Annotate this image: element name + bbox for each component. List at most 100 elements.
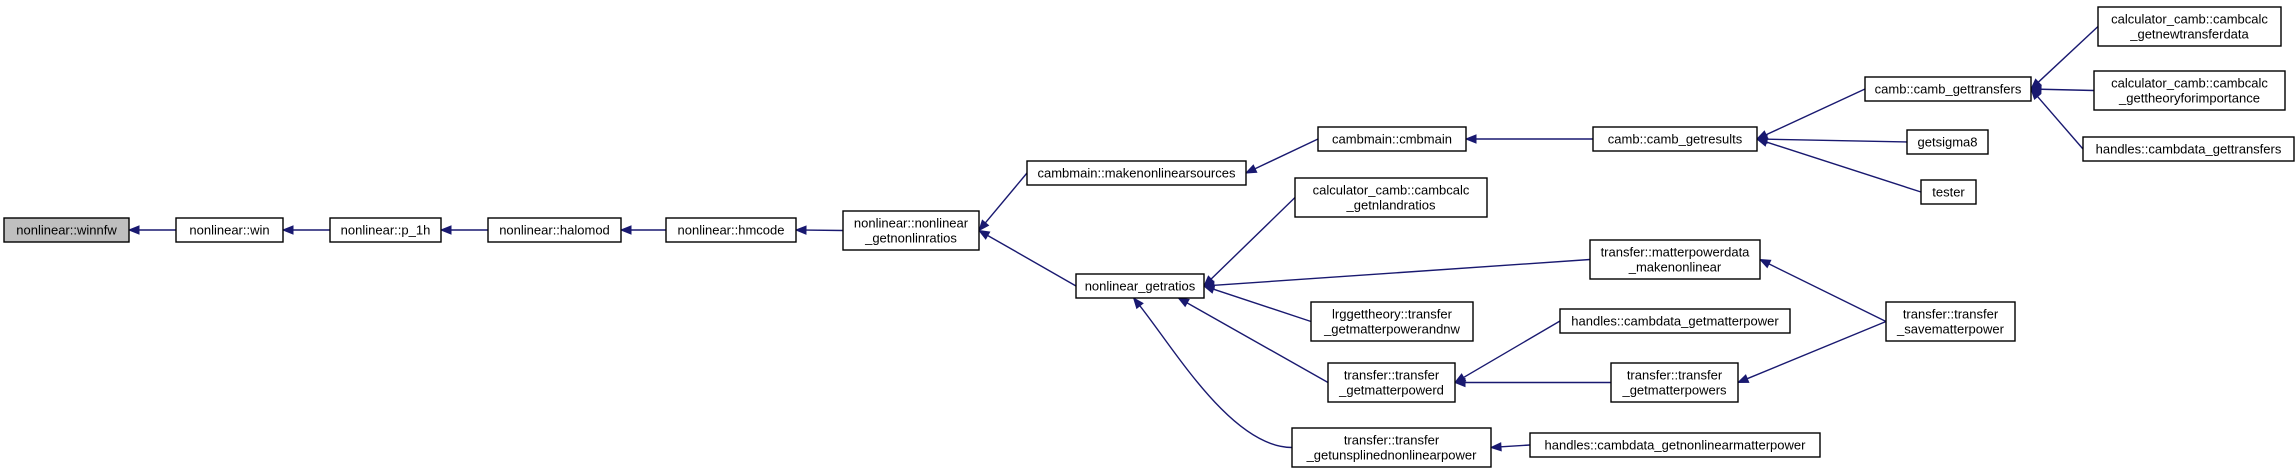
node-p1h[interactable]: nonlinear::p_1h bbox=[329, 217, 442, 243]
node-label: lrggettheory::transfer bbox=[1332, 307, 1453, 322]
arrowhead-icon bbox=[1464, 134, 1477, 144]
node-box bbox=[1592, 126, 1758, 152]
edge-calc_getnlandratios-to-getratios bbox=[1203, 196, 1296, 287]
node-label: nonlinear::hmcode bbox=[678, 223, 785, 238]
node-label: nonlinear::nonlinear bbox=[854, 216, 969, 231]
node-box bbox=[1864, 76, 2032, 102]
arrowhead-icon bbox=[439, 225, 452, 235]
edge-line bbox=[1766, 138, 1908, 143]
edge-getratios-to-getnonlinratios bbox=[977, 229, 1077, 287]
node-cmbmain[interactable]: cambmain::cmbmain bbox=[1317, 126, 1467, 152]
node-label: nonlinear::win bbox=[189, 223, 269, 238]
edge-calc_getnewtransfer-to-camb_gettransfers bbox=[2030, 25, 2099, 90]
node-box bbox=[3, 217, 130, 243]
node-camb_gettransfers[interactable]: camb::camb_gettransfers bbox=[1864, 76, 2032, 102]
edge-savematterpower-to-makenonlinear bbox=[1758, 258, 1887, 323]
node-label: handles::cambdata_getnonlinearmatterpowe… bbox=[1545, 438, 1807, 453]
edge-getsigma8-to-camb_getresults bbox=[1755, 134, 1908, 144]
node-label: _getmatterpowerandnw bbox=[1323, 322, 1460, 337]
node-winnfw[interactable]: nonlinear::winnfw bbox=[3, 217, 130, 243]
arrowhead-icon bbox=[977, 229, 991, 240]
node-box bbox=[842, 210, 980, 251]
node-calc_getnewtransfer[interactable]: calculator_camb::cambcalc_getnewtransfer… bbox=[2097, 6, 2282, 47]
node-getratios[interactable]: nonlinear_getratios bbox=[1075, 273, 1205, 299]
node-label: _getnonlinratios bbox=[864, 231, 957, 246]
edge-line bbox=[1768, 263, 1887, 323]
node-label: _getnlandratios bbox=[1346, 198, 1436, 213]
node-label: transfer::transfer bbox=[1903, 307, 1999, 322]
node-box bbox=[1026, 160, 1247, 186]
node-box bbox=[1327, 362, 1456, 403]
node-label: nonlinear::winnfw bbox=[16, 223, 117, 238]
node-hc_getnonlinear[interactable]: handles::cambdata_getnonlinearmatterpowe… bbox=[1529, 432, 1821, 458]
node-win[interactable]: nonlinear::win bbox=[175, 217, 284, 243]
node-box bbox=[1310, 301, 1474, 342]
edge-lrggettheory-to-getratios bbox=[1202, 284, 1312, 323]
node-calc_getnlandratios[interactable]: calculator_camb::cambcalc_getnlandratios bbox=[1294, 177, 1488, 218]
arrowhead-icon bbox=[2030, 87, 2042, 101]
edge-win-to-winnfw bbox=[127, 225, 176, 235]
node-label: calculator_camb::cambcalc bbox=[2111, 12, 2268, 27]
node-makenonlinear[interactable]: transfer::matterpowerdata_makenonlinear bbox=[1589, 239, 1761, 280]
node-label: _getmatterpowerd bbox=[1338, 383, 1444, 398]
node-label: calculator_camb::cambcalc bbox=[2111, 76, 2268, 91]
edge-hc_getnonlinear-to-getunsplined bbox=[1489, 442, 1531, 452]
node-label: tester bbox=[1932, 185, 1965, 200]
node-makenonlinearsources[interactable]: cambmain::makenonlinearsources bbox=[1026, 160, 1247, 186]
node-label: cambmain::makenonlinearsources bbox=[1038, 166, 1236, 181]
node-box bbox=[1559, 308, 1791, 334]
node-label: handles::cambdata_gettransfers bbox=[2096, 142, 2282, 157]
node-getsigma8[interactable]: getsigma8 bbox=[1906, 129, 1989, 155]
node-camb_getresults[interactable]: camb::camb_getresults bbox=[1592, 126, 1758, 152]
edge-hc_gettransfers-to-camb_gettransfers bbox=[2030, 87, 2084, 150]
edge-line bbox=[1254, 138, 1319, 170]
edge-line bbox=[1139, 305, 1293, 449]
edge-makenonlinear-to-getratios bbox=[1202, 258, 1591, 291]
arrowhead-icon bbox=[127, 225, 140, 235]
edge-getmatterpowers-to-getmatterpowerd bbox=[1453, 377, 1611, 388]
node-lrggettheory[interactable]: lrggettheory::transfer_getmatterpowerand… bbox=[1310, 301, 1474, 342]
node-tester[interactable]: tester bbox=[1920, 179, 1977, 205]
edge-calc_gettheory-to-camb_gettransfers bbox=[2029, 84, 2095, 94]
node-label: camb::camb_getresults bbox=[1608, 132, 1743, 147]
node-hc_getmatterpower[interactable]: handles::cambdata_getmatterpower bbox=[1559, 308, 1791, 334]
node-label: transfer::matterpowerdata bbox=[1601, 245, 1751, 260]
node-label: _getmatterpowers bbox=[1621, 383, 1727, 398]
node-box bbox=[1906, 129, 1989, 155]
arrowhead-icon bbox=[1755, 137, 1769, 147]
node-getmatterpowerd[interactable]: transfer::transfer_getmatterpowerd bbox=[1327, 362, 1456, 403]
node-hc_gettransfers[interactable]: handles::cambdata_gettransfers bbox=[2082, 136, 2295, 162]
edge-camb_getresults-to-cmbmain bbox=[1464, 134, 1593, 144]
edge-line bbox=[1746, 320, 1887, 380]
node-calc_gettheory[interactable]: calculator_camb::cambcalc_gettheoryforim… bbox=[2093, 70, 2286, 111]
edge-getmatterpowerd-to-getratios bbox=[1177, 297, 1329, 384]
edge-line bbox=[1463, 320, 1561, 379]
node-label: getsigma8 bbox=[1918, 135, 1978, 150]
node-box bbox=[1291, 427, 1492, 468]
edge-tester-to-camb_getresults bbox=[1755, 137, 1922, 193]
edge-line bbox=[987, 234, 1077, 287]
node-getmatterpowers[interactable]: transfer::transfer_getmatterpowers bbox=[1610, 362, 1739, 403]
node-box bbox=[2082, 136, 2295, 162]
arrowhead-icon bbox=[619, 225, 632, 235]
node-box bbox=[2093, 70, 2286, 111]
node-label: _getnewtransferdata bbox=[2129, 27, 2249, 42]
node-getnonlinratios[interactable]: nonlinear::nonlinear_getnonlinratios bbox=[842, 210, 980, 251]
edge-line bbox=[1765, 88, 1866, 136]
node-halomod[interactable]: nonlinear::halomod bbox=[487, 217, 622, 243]
node-label: nonlinear_getratios bbox=[1085, 279, 1196, 294]
node-savematterpower[interactable]: transfer::transfer_savematterpower bbox=[1885, 301, 2016, 342]
node-box bbox=[1317, 126, 1467, 152]
edge-line bbox=[2037, 96, 2084, 150]
node-label: _savematterpower bbox=[1896, 322, 2005, 337]
node-label: calculator_camb::cambcalc bbox=[1313, 183, 1470, 198]
node-box bbox=[1589, 239, 1761, 280]
node-getunsplined[interactable]: transfer::transfer_getunsplinednonlinear… bbox=[1291, 427, 1492, 468]
node-box bbox=[487, 217, 622, 243]
node-hmcode[interactable]: nonlinear::hmcode bbox=[665, 217, 797, 243]
node-label: transfer::transfer bbox=[1344, 368, 1440, 383]
arrowhead-icon bbox=[1489, 442, 1502, 452]
node-box bbox=[1294, 177, 1488, 218]
node-box bbox=[665, 217, 797, 243]
